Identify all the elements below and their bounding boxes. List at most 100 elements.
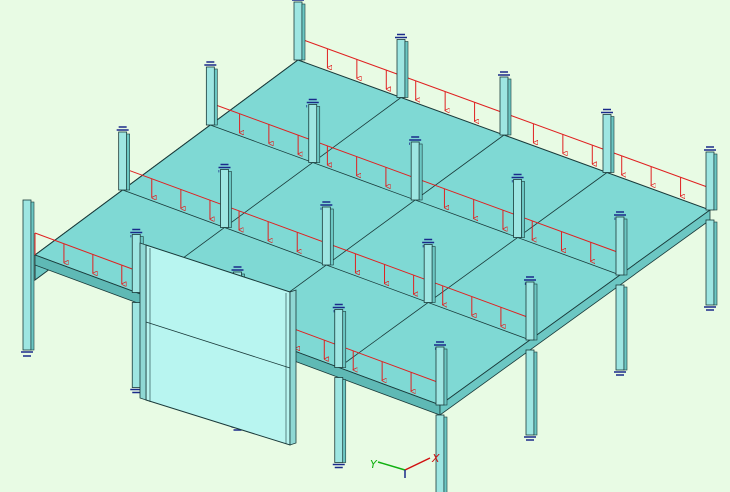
column[interactable] <box>498 71 512 136</box>
column[interactable] <box>601 108 615 173</box>
column-side <box>404 41 409 98</box>
column[interactable] <box>218 163 232 228</box>
column[interactable] <box>320 201 334 266</box>
axis-triad: Y X <box>370 452 440 478</box>
column-upper <box>513 179 522 238</box>
column-upper <box>308 104 318 163</box>
slab-node-mark: ' <box>320 207 322 217</box>
column-side <box>214 68 218 126</box>
column-side <box>342 311 347 368</box>
column-side <box>228 171 232 228</box>
column-side <box>126 133 130 191</box>
column-side <box>418 143 423 201</box>
support-icon <box>409 136 422 141</box>
support-icon <box>524 276 536 281</box>
support-icon <box>614 371 626 376</box>
column[interactable] <box>332 303 347 469</box>
support-icon <box>434 341 446 346</box>
column[interactable] <box>395 33 409 98</box>
columns[interactable] <box>21 0 718 492</box>
support-icon <box>320 201 333 206</box>
support-icon <box>704 306 716 311</box>
column[interactable] <box>422 238 436 303</box>
column-upper <box>293 1 303 61</box>
grid-line <box>338 172 608 368</box>
slab-node-markers: '''''''''''' <box>130 104 617 357</box>
x-axis-line <box>404 457 431 471</box>
column-side <box>330 208 334 266</box>
support-icon <box>395 33 407 39</box>
slab-node-mark: ' <box>614 217 616 227</box>
column[interactable] <box>524 276 538 441</box>
column-upper <box>602 114 612 173</box>
support-icon <box>511 173 524 179</box>
column-upper <box>435 346 445 406</box>
column-upper <box>334 309 344 368</box>
y-axis-line <box>377 461 406 471</box>
column-upper <box>321 206 331 266</box>
column[interactable] <box>614 211 628 376</box>
column-side <box>301 3 306 61</box>
slab-node-mark: ' <box>408 142 410 152</box>
column-upper <box>615 216 625 276</box>
slab-node-mark: ' <box>130 234 132 244</box>
column-lower-side <box>533 351 538 436</box>
support-icon <box>116 126 129 131</box>
shear-wall[interactable] <box>139 242 297 446</box>
column[interactable] <box>204 61 218 126</box>
slab-node-mark: ' <box>333 309 335 319</box>
column-lower <box>131 302 141 388</box>
corner-column[interactable] <box>21 199 35 357</box>
column[interactable] <box>434 341 448 492</box>
slab-node-mark: ' <box>306 104 308 114</box>
support-icon <box>130 228 143 234</box>
support-icon <box>524 436 536 441</box>
column-side <box>316 106 321 163</box>
column[interactable] <box>704 146 718 311</box>
column-lower-side <box>713 221 718 306</box>
column-body <box>22 199 32 351</box>
slab-node-mark: ' <box>218 169 220 179</box>
column-lower <box>334 377 344 463</box>
column-side <box>431 246 436 303</box>
support-icon <box>704 146 716 151</box>
column-side <box>507 78 512 136</box>
column-side <box>521 181 525 238</box>
column[interactable] <box>306 98 321 163</box>
column-upper <box>220 169 229 228</box>
column-side <box>610 116 615 173</box>
support-icon <box>614 211 626 216</box>
column[interactable] <box>511 173 525 238</box>
support-icon <box>231 266 244 271</box>
column-lower <box>705 219 715 306</box>
y-axis-label: Y <box>370 458 378 471</box>
column-upper <box>396 39 406 98</box>
column-upper <box>410 141 420 201</box>
slab-node-mark: ' <box>511 179 513 189</box>
support-icon <box>601 108 613 114</box>
column-upper <box>423 244 433 303</box>
slab-node-mark: ' <box>524 282 526 292</box>
column-lower <box>525 349 535 436</box>
column-side <box>30 201 35 351</box>
column-lower <box>615 284 625 371</box>
slab-node-mark: ' <box>434 347 436 357</box>
column-lower-side <box>342 379 347 463</box>
column-side <box>623 218 628 276</box>
column-lower-side <box>443 416 448 492</box>
column[interactable] <box>409 136 423 201</box>
support-icon <box>21 351 33 357</box>
support-icon <box>218 163 231 169</box>
column-upper <box>499 76 509 136</box>
column[interactable] <box>292 0 306 61</box>
column-upper <box>525 281 535 341</box>
support-icon <box>306 98 319 104</box>
support-icon <box>332 303 345 309</box>
support-icon <box>498 71 510 76</box>
column-upper <box>205 66 215 126</box>
column-upper <box>118 131 128 191</box>
column-side <box>533 283 538 341</box>
column[interactable] <box>116 126 130 191</box>
